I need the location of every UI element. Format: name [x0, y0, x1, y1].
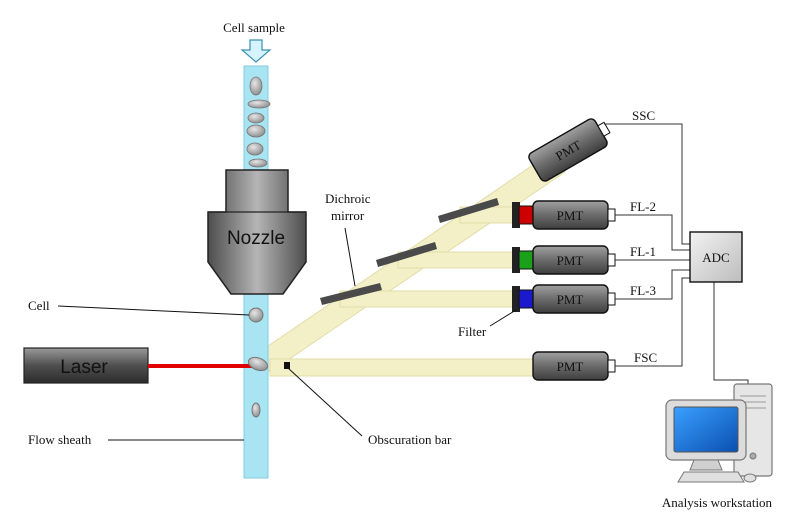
dichroic-mirror-1	[320, 283, 382, 305]
dichroic-pointer	[344, 227, 356, 287]
adc-label: ADC	[702, 250, 729, 265]
cell-pointer	[57, 305, 250, 316]
obscuration-bar-label: Obscuration bar	[368, 432, 452, 447]
pmt-fl1-label: PMT	[557, 253, 584, 268]
pmt-fl2: PMT	[512, 200, 616, 230]
wire-adc-workstation	[713, 282, 749, 396]
wire-fl2	[615, 214, 690, 251]
nozzle-label: Nozzle	[227, 228, 285, 249]
wire-fsc	[615, 277, 690, 367]
channel-fl1: FL-1	[630, 244, 656, 259]
wire-fl3	[615, 269, 690, 300]
channel-fl2: FL-2	[630, 199, 656, 214]
channel-fl3: FL-3	[630, 283, 656, 298]
dichroic-label-line2: mirror	[331, 208, 365, 223]
flow-sheath-label: Flow sheath	[28, 432, 92, 447]
channel-fsc: FSC	[634, 350, 657, 365]
sample-arrow	[240, 39, 272, 63]
dichroic-mirror-2	[376, 242, 437, 267]
pmt-fsc: PMT	[532, 351, 616, 381]
dichroic-mirror-3	[438, 198, 499, 223]
downstream-cell	[251, 402, 261, 418]
pmt-fl3: PMT	[512, 284, 616, 314]
pmt-ssc: PMT	[528, 118, 611, 182]
cells-in-stream	[246, 76, 271, 168]
interrogated-cell	[247, 356, 269, 372]
laser-label: Laser	[60, 357, 108, 378]
cell-sample-label: Cell sample	[223, 20, 285, 35]
obscuration-bar-pointer	[287, 367, 363, 437]
cell	[248, 307, 264, 323]
pmt-fl2-label: PMT	[557, 208, 584, 223]
dichroic-label-line1: Dichroic	[325, 191, 371, 206]
adc-box	[689, 231, 743, 283]
laser-body	[23, 347, 149, 384]
workstation-icon	[665, 383, 773, 483]
filter-label: Filter	[458, 324, 487, 339]
channel-ssc: SSC	[632, 108, 655, 123]
analysis-workstation-label: Analysis workstation	[662, 495, 773, 510]
light-path-fsc	[269, 358, 539, 377]
pmt-fsc-label: PMT	[557, 359, 584, 374]
wire-ssc	[604, 123, 690, 245]
obscuration-bar	[284, 362, 290, 369]
cell-label: Cell	[28, 298, 50, 313]
filter-pointer	[489, 309, 517, 327]
pmt-fl1: PMT	[512, 245, 616, 275]
pmt-fl3-label: PMT	[557, 292, 584, 307]
dichroic-mirrors	[320, 198, 499, 305]
